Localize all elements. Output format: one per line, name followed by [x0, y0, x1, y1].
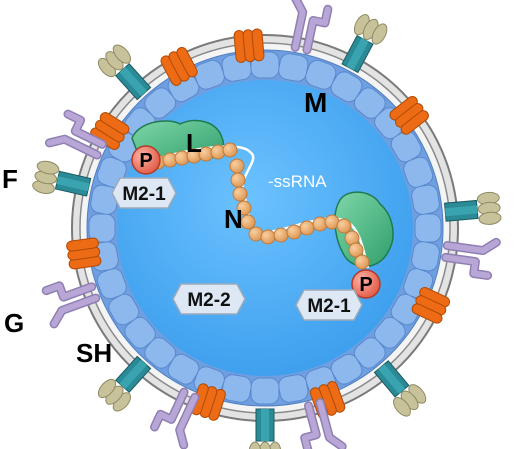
label-l-polymerase: L [186, 128, 202, 158]
label-n-nucleoprotein: N [224, 204, 243, 234]
nucleocapsid-bead-icon [354, 254, 370, 270]
label-m2-1-right-box [295, 289, 363, 321]
label-m2-2: M2-2 [187, 290, 230, 311]
nucleocapsid-bead-icon [240, 214, 256, 230]
f-glycoprotein-icon [373, 360, 427, 417]
sh-protein-icon [160, 46, 198, 86]
sh-protein-icon [389, 95, 429, 135]
nucleocapsid-bead-icon [232, 186, 248, 202]
matrix-protein-unit [144, 337, 177, 369]
label-p-top: P [139, 150, 152, 172]
label-p-top-circle [131, 145, 161, 175]
nucleocapsid-bead-icon [229, 158, 245, 174]
matrix-protein-unit [390, 130, 422, 163]
nucleocapsid-bead-icon [348, 242, 364, 258]
matrix-protein-unit [88, 213, 116, 243]
matrix-protein-unit [390, 293, 422, 326]
matrix-protein-unit [278, 374, 309, 403]
sh-protein-icon [411, 287, 451, 324]
label-f-protein: F [2, 164, 18, 194]
f-glycoprotein-icon [97, 355, 152, 412]
g-glycoprotein-icon [441, 237, 501, 280]
g-glycoprotein-icon [300, 398, 347, 449]
label-m2-1-left-box [111, 177, 177, 209]
matrix-protein-layer [88, 51, 442, 405]
nucleocapsid-bead-icon [260, 229, 276, 245]
nucleocapsid-bead-icon [286, 224, 302, 240]
f-glycoprotein-icon [443, 191, 502, 225]
label-m-matrix: M [304, 87, 327, 118]
label-m2-1-right: M2-1 [307, 296, 351, 317]
surface-proteins [32, 0, 502, 449]
f-glycoprotein-icon [32, 160, 92, 197]
f-glycoprotein-icon [341, 14, 388, 74]
nucleocapsid-bead-icon [273, 227, 289, 243]
matrix-protein-unit [353, 337, 386, 369]
matrix-protein-unit [124, 316, 156, 349]
label-p-bottom: P [359, 274, 372, 296]
sh-protein-icon [66, 237, 102, 270]
matrix-protein-unit [330, 353, 363, 385]
matrix-protein-unit [353, 87, 386, 119]
label-p-bottom-circle [351, 269, 381, 299]
label-sh-protein: SH [76, 338, 112, 368]
matrix-protein-unit [144, 87, 177, 119]
matrix-protein-unit [221, 374, 252, 403]
sh-protein-icon [90, 112, 130, 150]
nucleocapsid-bead-icon [230, 172, 246, 188]
g-glycoprotein-icon [290, 0, 333, 55]
sh-protein-icon [190, 383, 226, 421]
matrix-protein-unit [108, 293, 140, 326]
label-ssrna: -ssRNA [268, 172, 327, 191]
g-glycoprotein-icon [150, 387, 200, 449]
nucleocapsid-bead-icon [299, 220, 315, 236]
f-glycoprotein-icon [97, 44, 152, 101]
matrix-protein-unit [167, 353, 200, 385]
matrix-protein-unit [330, 71, 363, 103]
matrix-protein-unit [250, 377, 280, 405]
nucleocapsid-bead-icon [336, 218, 352, 234]
matrix-protein-unit [411, 184, 440, 215]
nucleocapsid-bead-icon [236, 200, 252, 216]
label-m2-1-left: M2-1 [122, 184, 166, 205]
nucleocapsid-bead-icon [222, 142, 238, 158]
matrix-protein-unit [305, 59, 337, 90]
f-glycoprotein-icon [248, 408, 282, 449]
label-g-protein: G [4, 308, 24, 338]
g-glycoprotein-icon [41, 281, 101, 329]
matrix-protein-unit [414, 213, 442, 243]
matrix-protein-unit [278, 53, 309, 82]
sh-protein-icon [233, 28, 265, 63]
matrix-protein-unit [374, 316, 406, 349]
g-glycoprotein-icon [44, 109, 107, 160]
matrix-protein-unit [411, 241, 440, 272]
label-m2-2-box [172, 283, 246, 315]
